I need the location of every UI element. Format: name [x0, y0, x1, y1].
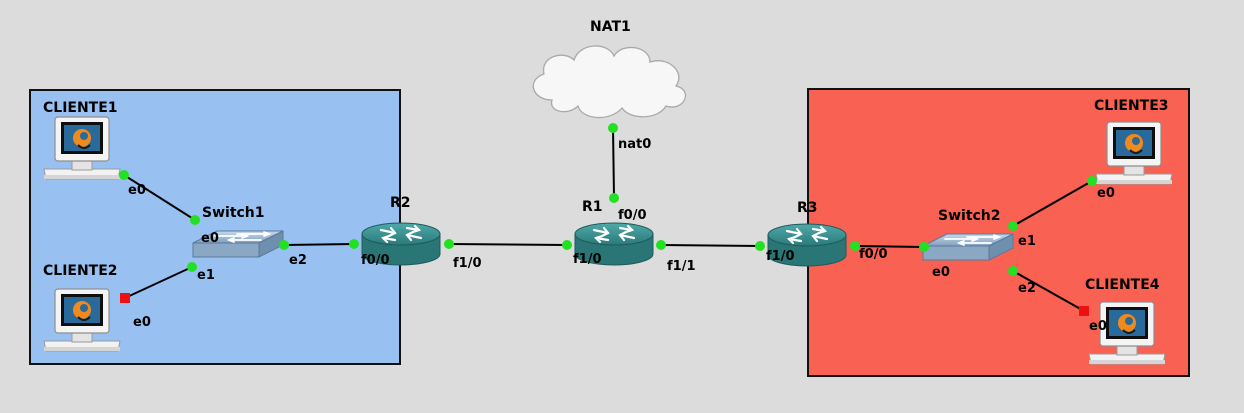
port-status-up	[608, 123, 618, 133]
port-label-r1-f10: f1/0	[573, 252, 602, 267]
link-switch2-cliente4[interactable]	[1012, 270, 1085, 312]
port-labels: nat0 f0/0 f1/0 f1/1 f1/0 f0/0 f1/0 f0/0 …	[128, 137, 1115, 334]
port-label-r3-f00: f0/0	[859, 247, 888, 262]
link-nat1-r1[interactable]	[612, 127, 615, 198]
port-status-up	[1008, 221, 1018, 231]
computer-icon[interactable]	[43, 288, 121, 352]
port-label-nat0: nat0	[618, 137, 651, 152]
port-status-up	[562, 240, 572, 250]
port-label-sw2-e1: e1	[1018, 234, 1036, 249]
links	[123, 127, 1093, 312]
port-status-up	[656, 240, 666, 250]
cliente4-node[interactable]: CLIENTE4	[1085, 277, 1166, 365]
computer-icon[interactable]	[43, 116, 121, 180]
port-label-r1-f11: f1/1	[667, 259, 696, 274]
cliente1-node[interactable]: CLIENTE1	[43, 100, 121, 180]
r2-label: R2	[390, 195, 411, 211]
cliente4-label: CLIENTE4	[1085, 277, 1160, 293]
cliente3-node[interactable]: CLIENTE3	[1094, 98, 1173, 185]
port-status-up	[279, 240, 289, 250]
nat1-label: NAT1	[590, 19, 631, 35]
port-label-r1-f00: f0/0	[618, 208, 647, 223]
switch2-label: Switch2	[938, 208, 1001, 224]
link-switch2-cliente3[interactable]	[1012, 180, 1093, 227]
r1-node[interactable]: R1	[573, 199, 655, 267]
port-status-up	[190, 215, 200, 225]
port-label-r2-f00: f0/0	[361, 253, 390, 268]
port-status-down	[120, 293, 130, 303]
port-status-up	[349, 239, 359, 249]
port-status-up	[755, 241, 765, 251]
port-label-r3-f10: f1/0	[766, 249, 795, 264]
link-switch1-cliente1[interactable]	[123, 174, 196, 221]
port-indicators	[119, 123, 1097, 276]
port-status-up	[1008, 266, 1018, 276]
r3-node[interactable]: R3	[766, 200, 848, 268]
computer-icon[interactable]	[1095, 121, 1173, 185]
port-label-c1-e0: e0	[128, 183, 146, 198]
port-label-sw2-e0: e0	[932, 265, 950, 280]
port-status-up	[609, 193, 619, 203]
cliente1-label: CLIENTE1	[43, 100, 118, 116]
link-r2-r1[interactable]	[448, 243, 568, 246]
cliente2-label: CLIENTE2	[43, 263, 118, 279]
link-switch1-cliente2[interactable]	[124, 266, 193, 299]
r2-node[interactable]: R2	[360, 195, 442, 267]
port-label-c2-e0: e0	[133, 315, 151, 330]
cliente2-node[interactable]: CLIENTE2	[43, 263, 121, 352]
port-label-sw1-e1: e1	[197, 268, 215, 283]
switch1-label: Switch1	[202, 205, 265, 221]
port-status-up	[1087, 176, 1097, 186]
r1-label: R1	[582, 199, 603, 215]
port-status-down	[1079, 306, 1089, 316]
port-label-sw1-e2: e2	[289, 253, 307, 268]
port-status-up	[444, 239, 454, 249]
switch1-node[interactable]: Switch1	[192, 205, 284, 258]
port-label-c3-e0: e0	[1097, 186, 1115, 201]
link-switch1-r2[interactable]	[283, 243, 355, 246]
link-r1-r3[interactable]	[660, 244, 761, 247]
port-status-up	[187, 262, 197, 272]
link-r3-switch2[interactable]	[854, 245, 925, 248]
port-label-sw1-e0: e0	[201, 231, 219, 246]
port-status-up	[850, 241, 860, 251]
port-status-up	[119, 170, 129, 180]
r3-label: R3	[797, 200, 818, 216]
port-status-up	[919, 242, 929, 252]
port-label-sw2-e2: e2	[1018, 281, 1036, 296]
switch2-node[interactable]: Switch2	[922, 208, 1014, 261]
cloud-icon[interactable]	[532, 45, 687, 119]
port-label-c4-e0: e0	[1089, 319, 1107, 334]
nat1-node[interactable]: NAT1	[532, 19, 687, 119]
cliente3-label: CLIENTE3	[1094, 98, 1169, 114]
port-indicators-down	[120, 293, 1089, 316]
port-label-r2-f10: f1/0	[453, 256, 482, 271]
